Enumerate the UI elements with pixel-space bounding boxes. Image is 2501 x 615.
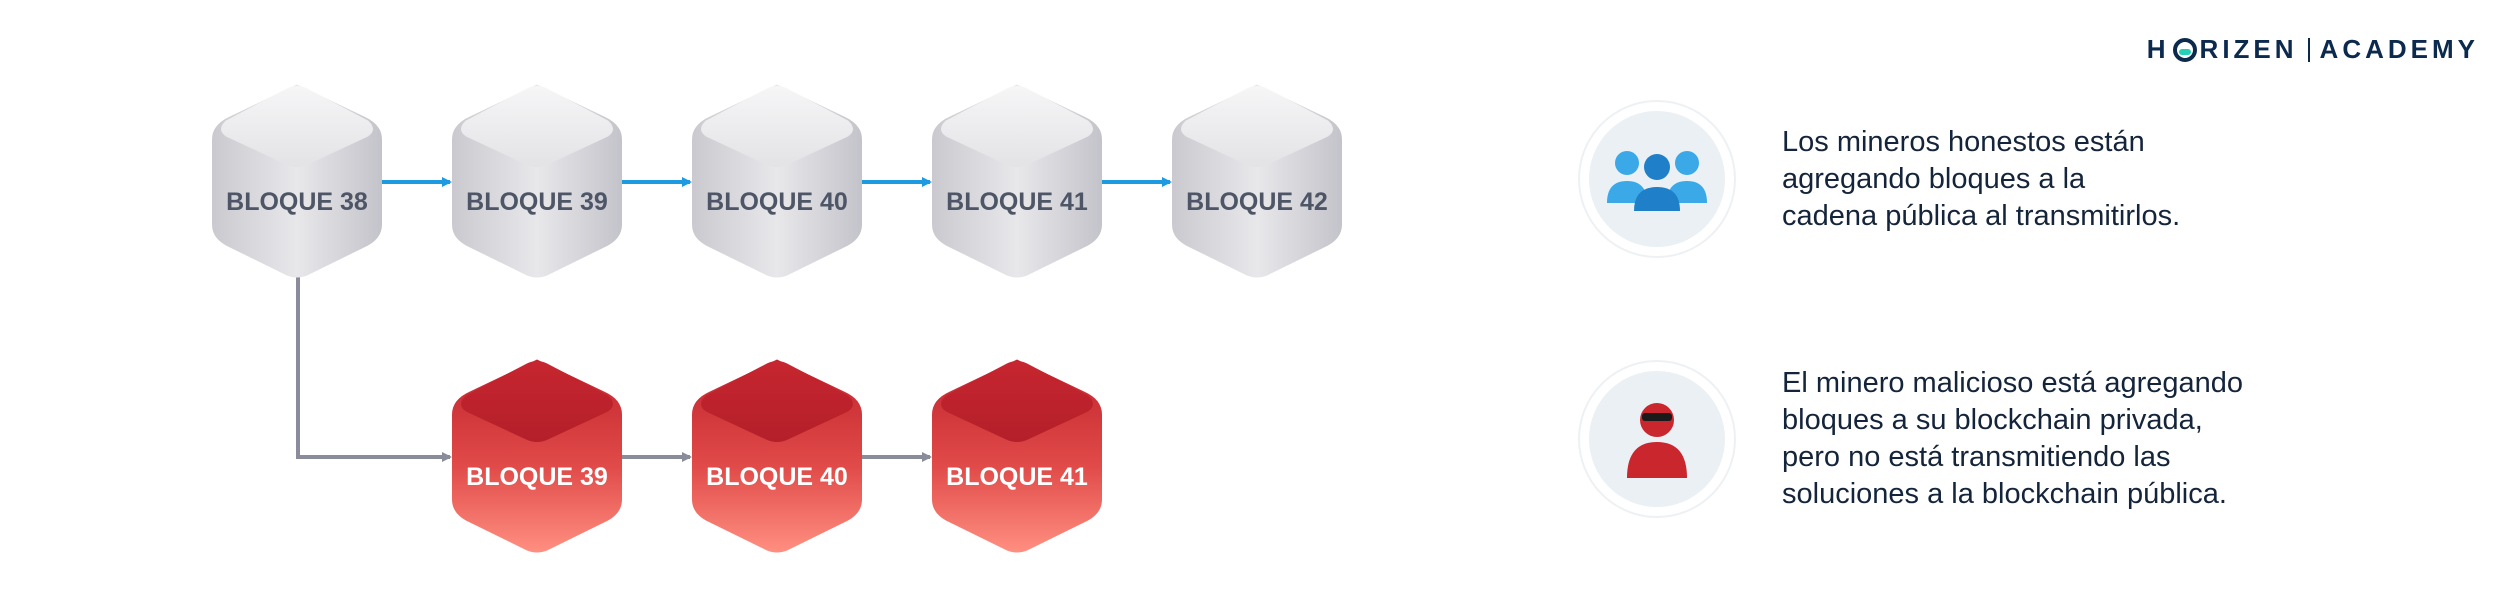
private-block: BLOQUE 40 — [692, 359, 862, 553]
private-block-top — [941, 361, 1093, 442]
public-block: BLOQUE 38 — [212, 84, 382, 278]
masked-miner-icon — [1627, 403, 1687, 478]
legend-malicious-line: El minero malicioso está agregando — [1782, 367, 2244, 399]
logo-word-rizen: RIZEN — [2199, 34, 2298, 64]
public-block-top — [1181, 86, 1333, 167]
public-chain: BLOQUE 38 BLOQUE 39 BLOQUE 40 BLOQUE 41 BLOQ… — [212, 84, 1342, 278]
public-block-label: BLOQUE 41 — [946, 188, 1088, 216]
private-block-label: BLOQUE 41 — [946, 463, 1088, 491]
public-block-top — [461, 86, 613, 167]
public-block-label: BLOQUE 38 — [226, 188, 368, 216]
legend-honest-line: Los mineros honestos están — [1782, 125, 2145, 158]
public-block: BLOQUE 42 — [1172, 84, 1342, 278]
group-of-people-icon — [1607, 151, 1707, 211]
public-block-top — [941, 86, 1093, 167]
public-block-top — [221, 86, 373, 167]
private-block-label: BLOQUE 39 — [466, 463, 608, 491]
legend-malicious-text: El minero malicioso está agregando bloqu… — [1782, 365, 2342, 513]
horizen-academy-logo: H RIZEN ACADEMY — [2147, 34, 2479, 65]
legend-malicious-line: pero no está transmitiendo las — [1782, 441, 2171, 473]
legend-honest-line: agregando bloques a la — [1782, 162, 2086, 195]
private-block-top — [461, 361, 613, 442]
logo-o-mark — [2172, 37, 2197, 62]
legend-malicious-icon-circle — [1578, 360, 1736, 518]
legend-malicious-line: soluciones a la blockchain pública. — [1782, 478, 2227, 510]
legend-malicious-line: bloques a su blockchain privada, — [1782, 404, 2203, 436]
legend-honest-icon-circle — [1578, 100, 1736, 258]
legend-honest-miners: Los mineros honestos están agregando blo… — [1578, 100, 2342, 258]
logo-separator — [2307, 37, 2310, 62]
public-block: BLOQUE 41 — [932, 84, 1102, 278]
private-block: BLOQUE 39 — [452, 359, 622, 553]
connectors — [296, 177, 1172, 462]
private-block: BLOQUE 41 — [932, 359, 1102, 553]
private-block-top — [701, 361, 853, 442]
legend-malicious-miner: El minero malicioso está agregando bloqu… — [1578, 360, 2342, 518]
private-block-label: BLOQUE 40 — [706, 463, 848, 491]
public-block-top — [701, 86, 853, 167]
public-block-label: BLOQUE 40 — [706, 188, 848, 216]
logo-word-h: H — [2146, 34, 2170, 64]
fork-arrow — [296, 271, 452, 462]
public-block: BLOQUE 40 — [692, 84, 862, 278]
logo-word-academy: ACADEMY — [2319, 34, 2479, 64]
legend-honest-line: cadena pública al transmitirlos. — [1782, 199, 2181, 232]
public-block-label: BLOQUE 42 — [1186, 188, 1328, 216]
public-block: BLOQUE 39 — [452, 84, 622, 278]
private-chain: BLOQUE 39 BLOQUE 40 BLOQUE 41 — [452, 359, 1102, 553]
legend-honest-text: Los mineros honestos están agregando blo… — [1782, 124, 2342, 235]
public-block-label: BLOQUE 39 — [466, 188, 608, 216]
